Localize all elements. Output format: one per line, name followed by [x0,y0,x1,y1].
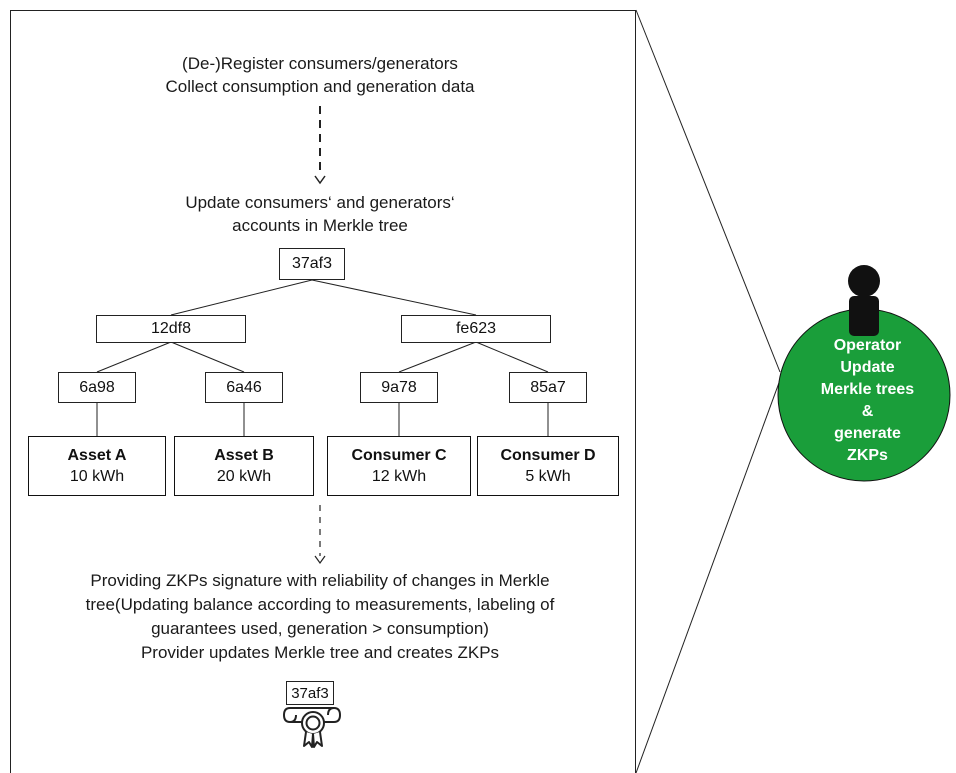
leaf-value: 20 kWh [216,468,272,485]
zoom-line-top [635,9,781,373]
edge-left-l1 [96,341,172,373]
register-text: (De-)Register consumers/generators Colle… [40,52,600,98]
zkp-text: Providing ZKPs signature with reliabilit… [20,569,620,665]
operator-label: Operator Update Merkle trees & generate … [780,335,955,467]
leaf-consumer-d: Consumer D 5 kWh [477,436,619,496]
operator-line-2: Update [840,359,895,376]
tree-root-node: 37af3 [279,248,345,280]
tree-node-l1: 6a98 [58,372,136,403]
register-line-2: Collect consumption and generation data [165,77,475,96]
zoom-line-bottom [635,379,781,773]
leaf-value: 5 kWh [525,468,571,485]
update-line-1: Update consumers‘ and generators‘ [185,193,455,212]
leaf-asset-b: Asset B 20 kWh [174,436,314,496]
leaf-name: Asset B [214,447,274,464]
operator-graphic [777,265,951,482]
tree-node-r2: 85a7 [509,372,587,403]
leaf-value: 12 kWh [371,468,427,485]
leaf-name: Consumer C [351,447,447,464]
arrowhead-bottom [314,555,326,565]
leaf-name: Consumer D [500,447,596,464]
operator-line-6: ZKPs [847,447,888,464]
leaf-asset-a: Asset A 10 kWh [28,436,166,496]
edge-root-left [170,279,313,316]
operator-line-4: & [861,403,874,420]
operator-line-3: Merkle trees [820,381,915,398]
person-icon [848,265,880,336]
arrowhead-top [314,175,326,185]
edge-right-r1 [398,341,477,373]
tree-node-left: 12df8 [96,315,246,343]
zkp-line-3: guarantees used, generation > consumptio… [151,619,489,638]
edge-left-l2 [170,341,245,373]
tree-node-r1: 9a78 [360,372,438,403]
operator-line-1: Operator [833,337,902,354]
edge-root-right [311,279,477,316]
process-panel [10,10,636,773]
update-text: Update consumers‘ and generators‘ accoun… [40,191,600,237]
zkp-line-4: Provider updates Merkle tree and creates… [140,643,500,662]
tree-node-right: fe623 [401,315,551,343]
zkp-line-1: Providing ZKPs signature with reliabilit… [90,571,550,590]
edge-right-r2 [475,341,549,373]
leaf-name: Asset A [67,447,127,464]
certificate-icon [282,707,342,748]
register-line-1: (De-)Register consumers/generators [182,54,458,73]
leaf-value: 10 kWh [69,468,125,485]
leaf-consumer-c: Consumer C 12 kWh [327,436,471,496]
operator-line-5: generate [834,425,901,442]
update-line-2: accounts in Merkle tree [232,216,408,235]
tree-node-l2: 6a46 [205,372,283,403]
zkp-line-2: tree(Updating balance according to measu… [85,595,555,614]
certificate-label: 37af3 [286,681,334,705]
